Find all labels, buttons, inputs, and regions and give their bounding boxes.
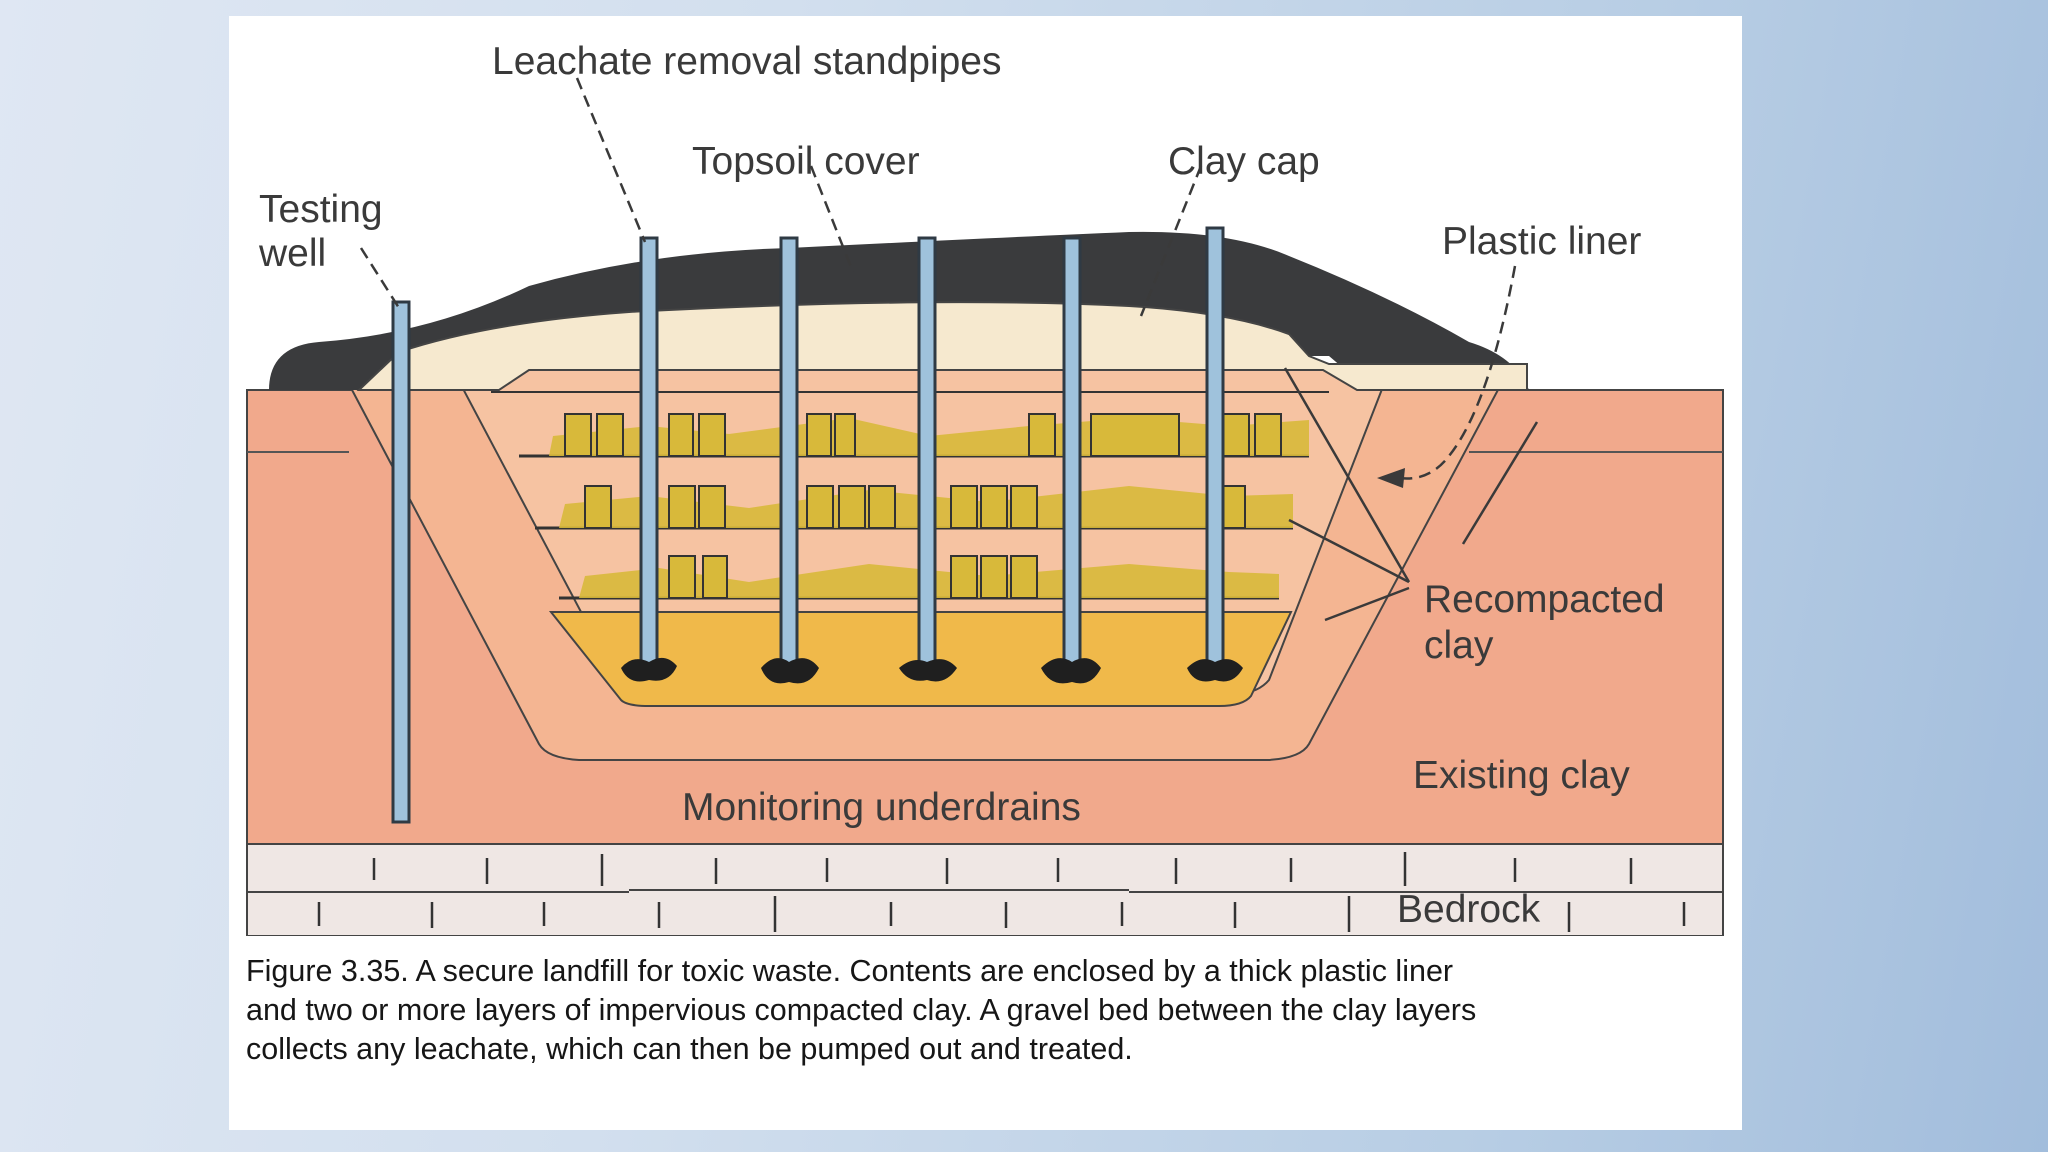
label-clay-cap: Clay cap <box>1168 140 1320 183</box>
testing-well <box>391 300 411 824</box>
bedrock-layer <box>246 843 1724 936</box>
label-topsoil-cover: Topsoil cover <box>692 140 920 183</box>
label-testing-well-line1: Testing <box>259 188 383 231</box>
monitoring-underdrains-blobs <box>621 657 1243 684</box>
label-recompacted-clay-line1: Recompacted <box>1424 578 1665 621</box>
figure-caption: Figure 3.35. A secure landfill for toxic… <box>246 952 1746 1069</box>
label-recompacted-clay-line2: clay <box>1424 624 1494 667</box>
figure-card: Leachate removal standpipes Topsoil cove… <box>229 16 1742 1130</box>
caption-line-2: and two or more layers of impervious com… <box>246 993 1477 1027</box>
label-leachate-standpipes: Leachate removal standpipes <box>492 40 1002 83</box>
label-bedrock: Bedrock <box>1397 888 1541 931</box>
label-testing-well-line2: well <box>258 232 326 275</box>
label-existing-clay: Existing clay <box>1413 754 1630 797</box>
caption-line-3: collects any leachate, which can then be… <box>246 1032 1133 1066</box>
leader-lines <box>359 77 1539 622</box>
label-monitoring-underdrains: Monitoring underdrains <box>682 786 1081 829</box>
leachate-standpipes <box>639 226 1225 670</box>
label-plastic-liner: Plastic liner <box>1442 220 1641 263</box>
caption-line-1: Figure 3.35. A secure landfill for toxic… <box>246 954 1454 988</box>
landfill-diagram: Leachate removal standpipes Topsoil cove… <box>246 40 1724 936</box>
